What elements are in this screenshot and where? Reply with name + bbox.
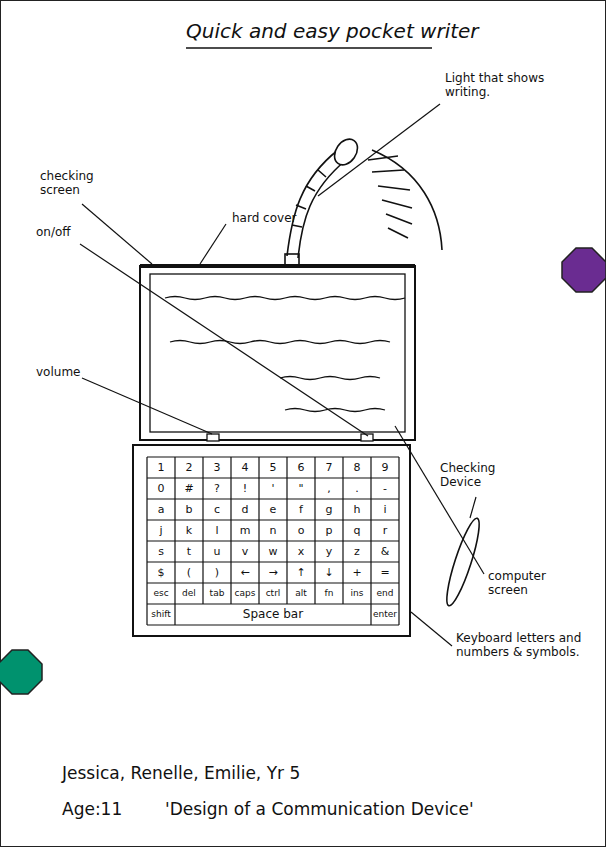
screen xyxy=(140,266,415,441)
key-label: ! xyxy=(232,479,258,498)
key-label: 6 xyxy=(288,458,314,477)
key-label: tab xyxy=(204,584,230,603)
key-label: caps xyxy=(232,584,258,603)
key-label: 7 xyxy=(316,458,342,477)
key-label: shift xyxy=(148,605,174,624)
key-label: q xyxy=(344,521,370,540)
footer-text: 'Design of a Communication Device' xyxy=(165,800,565,820)
key-label: # xyxy=(176,479,202,498)
footer-text: Jessica, Renelle, Emilie, Yr 5 xyxy=(62,764,482,784)
key-label: fn xyxy=(316,584,342,603)
key-label: 3 xyxy=(204,458,230,477)
key-label: n xyxy=(260,521,286,540)
key-label: p xyxy=(316,521,342,540)
leader-lines xyxy=(80,104,484,646)
title-underline xyxy=(186,47,432,48)
callout-label: checking screen xyxy=(40,170,120,198)
key-label: ↓ xyxy=(316,563,342,582)
checking-device xyxy=(441,516,485,608)
key-label: j xyxy=(148,521,174,540)
key-label: = xyxy=(372,563,398,582)
key-label: y xyxy=(316,542,342,561)
key-label: e xyxy=(260,500,286,519)
key-label: u xyxy=(204,542,230,561)
callout-label: Checking Device xyxy=(440,462,540,490)
callout-label: Light that shows writing. xyxy=(445,72,555,100)
key-label: + xyxy=(344,563,370,582)
key-label: ↑ xyxy=(288,563,314,582)
footer-text: Age:11 xyxy=(62,800,152,820)
lamp xyxy=(285,135,442,266)
key-label: o xyxy=(288,521,314,540)
key-label: enter xyxy=(372,605,398,624)
key-label: ? xyxy=(204,479,230,498)
key-label: t xyxy=(176,542,202,561)
purple-dot xyxy=(562,248,606,292)
key-label: z xyxy=(344,542,370,561)
key-label: r xyxy=(372,521,398,540)
key-label: x xyxy=(288,542,314,561)
key-label: ctrl xyxy=(260,584,286,603)
key-label: 0 xyxy=(148,479,174,498)
key-label: k xyxy=(176,521,202,540)
key-label: - xyxy=(372,479,398,498)
callout-label: Keyboard letters and numbers & symbols. xyxy=(456,632,596,660)
key-label: c xyxy=(204,500,230,519)
key-label: 2 xyxy=(176,458,202,477)
key-label: ( xyxy=(176,563,202,582)
key-label: ) xyxy=(204,563,230,582)
key-label: 4 xyxy=(232,458,258,477)
key-label: 5 xyxy=(260,458,286,477)
key-label: v xyxy=(232,542,258,561)
key-label: i xyxy=(372,500,398,519)
key-label: d xyxy=(232,500,258,519)
key-label: → xyxy=(260,563,286,582)
key-label: m xyxy=(232,521,258,540)
key-label: . xyxy=(344,479,370,498)
key-label: w xyxy=(260,542,286,561)
key-label: alt xyxy=(288,584,314,603)
callout-label: on/off xyxy=(36,226,106,240)
key-label: h xyxy=(344,500,370,519)
key-label: 9 xyxy=(372,458,398,477)
keyboard xyxy=(133,445,410,636)
key-label: esc xyxy=(148,584,174,603)
key-label: 8 xyxy=(344,458,370,477)
callout-label: volume xyxy=(36,366,106,380)
key-label: b xyxy=(176,500,202,519)
callout-label: computer screen xyxy=(488,570,578,598)
key-label: end xyxy=(372,584,398,603)
key-label: ins xyxy=(344,584,370,603)
green-dot xyxy=(0,650,42,694)
key-label: Space bar xyxy=(176,605,370,624)
key-label: $ xyxy=(148,563,174,582)
key-label: ' xyxy=(260,479,286,498)
key-label: " xyxy=(288,479,314,498)
key-label: & xyxy=(372,542,398,561)
key-label: ← xyxy=(232,563,258,582)
key-label: 1 xyxy=(148,458,174,477)
key-label: s xyxy=(148,542,174,561)
key-label: f xyxy=(288,500,314,519)
key-label: l xyxy=(204,521,230,540)
key-label: g xyxy=(316,500,342,519)
key-label: a xyxy=(148,500,174,519)
key-label: , xyxy=(316,479,342,498)
title: Quick and easy pocket writer xyxy=(186,20,479,43)
callout-label: hard cover xyxy=(232,212,322,226)
key-label: del xyxy=(176,584,202,603)
